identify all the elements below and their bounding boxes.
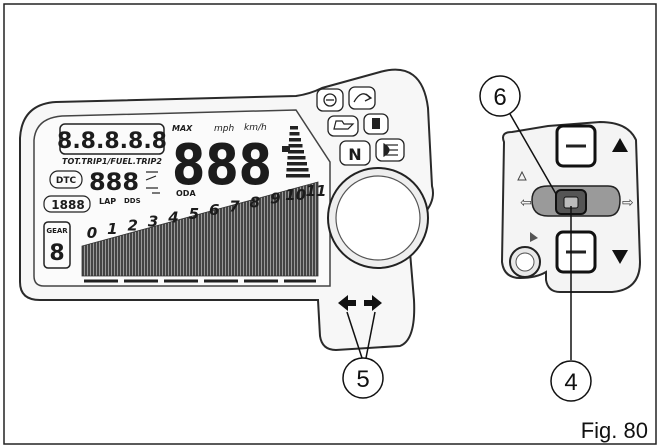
figure-caption: Fig. 80 [581,418,648,443]
speed-unit-mph: mph [214,124,234,134]
callout-4-label: 4 [564,369,577,396]
small-digits: 1888 [51,198,84,212]
level-bar-segment [288,144,303,148]
rpm-scale-label: 3 [148,213,158,231]
rpm-scale-label: 0 [87,224,97,242]
rpm-scale-label: 1 [107,220,117,238]
fuel-pump-icon [372,118,380,129]
right-turn-arrow-icon [364,295,382,311]
lap-digits: 888 [89,168,139,196]
round-dial-inner [335,175,421,261]
neutral-label: N [348,145,361,164]
lap-label: LAP [99,197,116,206]
rocker-right-arrow-icon: ⇨ [622,195,634,211]
level-bar-segment [287,156,306,160]
rpm-scale-label: 8 [250,194,260,212]
down-arrow-icon [612,250,628,264]
oil-can-icon [333,120,355,130]
dtc-box [49,170,83,189]
pit-limiter-icon [145,171,160,194]
oda-label: ODA [176,189,196,198]
rpm-scale-label: 5 [189,205,199,223]
callouts [342,75,592,402]
traction-icon [353,93,373,103]
callout-5-circle [342,357,384,399]
high-beam-icon [383,142,398,158]
warning-lights: N [316,86,405,166]
speed-unit-kmh: km/h [244,123,267,133]
max-label: MAX [172,124,193,133]
rpm-scale-label: 6 [209,201,219,219]
rpm-scale-label: 9 [270,190,280,208]
trip-label: TOT.TRIP1/FUEL.TRIP2 [62,157,162,166]
odometer-box [59,123,165,155]
rocker-left-arrow-icon: ⇦ [520,195,532,211]
rpm-scale-label: 10 [285,186,306,204]
level-bar-segment [287,162,307,166]
oil-warning-light [327,115,359,137]
gear-digit: 8 [49,241,64,266]
hazard-icon [517,170,527,181]
up-arrow-icon [612,138,628,152]
gear-box [43,221,71,269]
horn-icon [530,232,538,242]
odometer-digits: 8.8.8.8.8 [57,129,167,154]
level-bar-segment [286,174,310,178]
gear-label: GEAR [46,227,68,235]
rpm-scale-label: 7 [229,197,240,215]
level-bar-segment [288,150,304,154]
fuel-mini-icon [282,146,290,152]
callout-5-label: 5 [356,366,369,393]
rpm-bar-graph [81,181,319,277]
callout-4-circle [550,360,592,402]
traction-warning-light [348,86,376,110]
dds-label: DDS [124,197,141,205]
rpm-scale-label: 4 [167,209,178,227]
level-bar-segment [286,168,309,172]
rpm-scale-label: 11 [306,182,327,200]
neutral-light [339,140,371,166]
rpm-scale-label: 2 [127,216,137,234]
horn-button-inner [515,252,535,272]
dtc-label: DTC [56,176,77,186]
level-bar-graph [286,126,310,178]
callout-5-line-right [365,311,376,359]
small-digits-box [43,195,91,213]
instrument-panel: 8.8.8.8.8 TOT.TRIP1/FUEL.TRIP2 DTC 888 L… [19,68,434,352]
callout-6-circle [479,75,521,117]
speed-digits: 888 [172,133,272,198]
figure-border [3,3,657,445]
level-bar-segment [290,126,298,130]
level-bar-segment [289,138,301,142]
callout-5-line-left [346,311,363,359]
callout-6-label: 6 [493,84,506,111]
left-turn-arrow-icon [338,295,356,311]
engine-icon [323,93,337,107]
level-bar-segment [289,132,300,136]
callout-6-line [509,113,557,195]
